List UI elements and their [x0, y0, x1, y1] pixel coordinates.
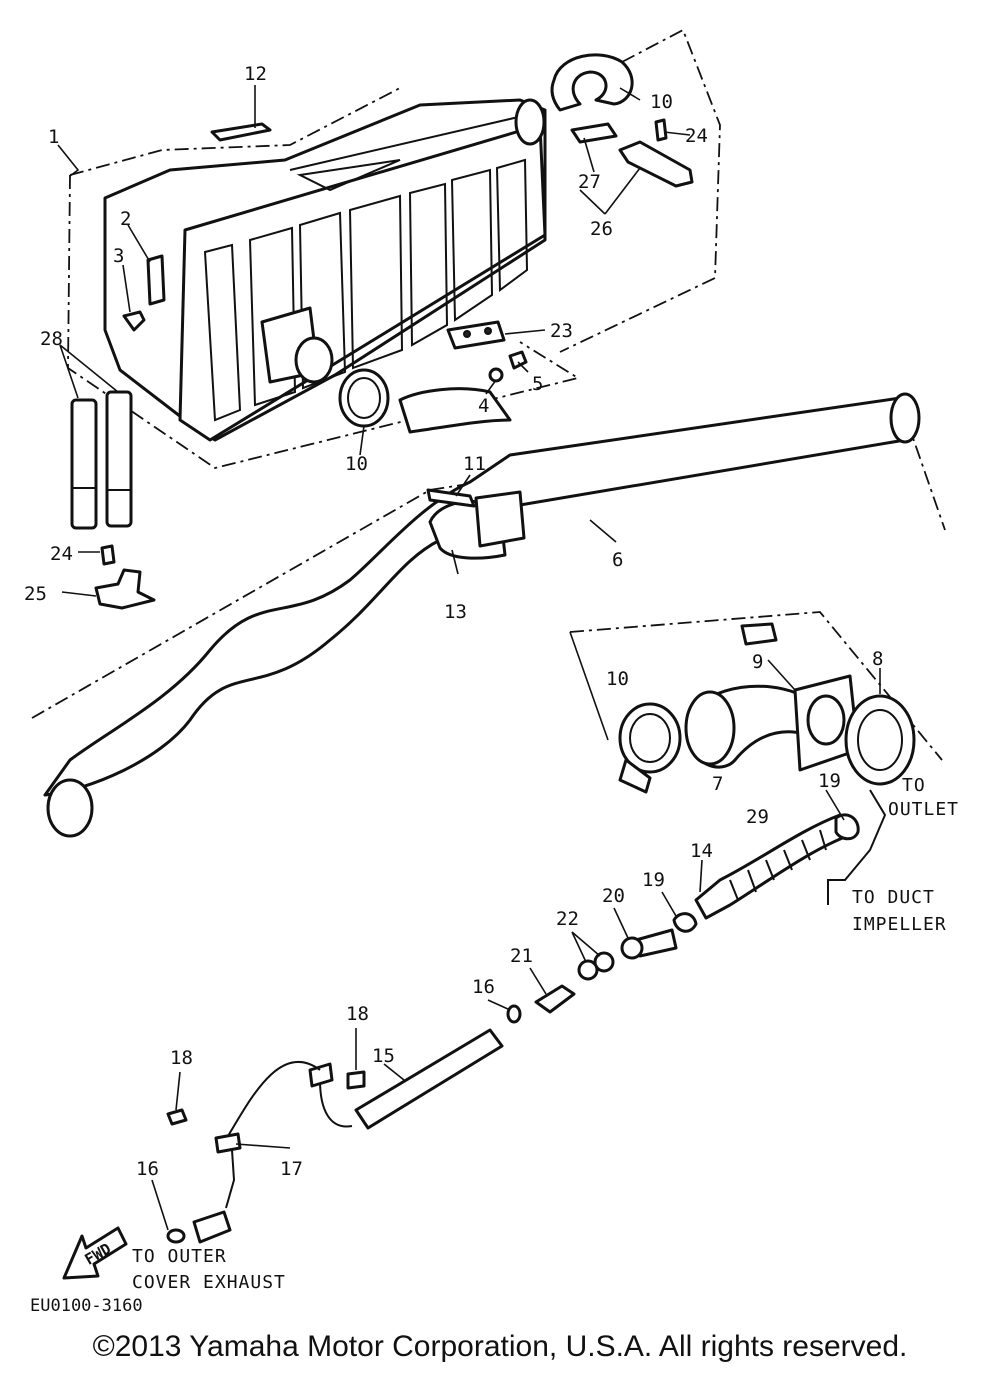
muffler-box-group	[67, 28, 721, 610]
label-part-16-left: 16	[136, 1158, 159, 1180]
note-to-outlet-line1: TO	[902, 775, 926, 796]
label-part-14: 14	[690, 840, 713, 862]
label-part-23: 23	[550, 320, 573, 342]
diagram-code: EU0100-3160	[30, 1296, 143, 1316]
outlet-fittings-group	[569, 611, 943, 794]
label-part-10-outlet: 10	[606, 668, 629, 690]
note-to-duct-line1: TO DUCT	[852, 887, 935, 908]
label-part-16-right: 16	[472, 976, 495, 998]
label-part-20: 20	[602, 885, 625, 907]
label-part-11: 11	[463, 453, 486, 475]
label-part-1: 1	[48, 126, 59, 148]
label-part-26: 26	[590, 218, 613, 240]
label-part-29: 29	[746, 806, 769, 828]
note-to-outer-line2: COVER EXHAUST	[132, 1272, 286, 1293]
label-part-4: 4	[478, 395, 489, 417]
part-labels: 12 1 2 3 28 10 10 24 27 26 23 4 5 11 13 …	[24, 63, 883, 1180]
label-part-15: 15	[372, 1045, 395, 1067]
label-part-22: 22	[556, 908, 579, 930]
label-part-12: 12	[244, 63, 267, 85]
label-part-24-left: 24	[50, 543, 73, 565]
label-part-25: 25	[24, 583, 47, 605]
label-part-19-left: 19	[642, 869, 665, 891]
label-part-9: 9	[752, 651, 763, 673]
note-to-duct-line2: IMPELLER	[852, 914, 947, 935]
note-to-outlet-line2: OUTLET	[888, 799, 959, 820]
forward-arrow-icon: FWD	[62, 1226, 128, 1280]
drain-line-group	[166, 789, 887, 1244]
label-part-10-lower: 10	[345, 453, 368, 475]
label-part-2: 2	[120, 208, 131, 230]
label-part-27: 27	[578, 171, 601, 193]
label-part-17: 17	[280, 1158, 303, 1180]
label-part-18-left: 18	[170, 1047, 193, 1069]
routing-notes: TO OUTLET TO DUCT IMPELLER TO OUTER COVE…	[132, 775, 959, 1293]
exhaust-hose-group	[31, 392, 946, 838]
leader-lines	[57, 85, 881, 1231]
note-to-outer-line1: TO OUTER	[132, 1246, 227, 1267]
copyright-notice: ©2013 Yamaha Motor Corporation, U.S.A. A…	[92, 1330, 908, 1363]
label-part-6: 6	[612, 549, 623, 571]
label-part-5: 5	[532, 373, 543, 395]
label-part-28: 28	[40, 328, 63, 350]
label-part-24-top: 24	[685, 125, 708, 147]
label-part-7: 7	[712, 773, 723, 795]
label-part-3: 3	[113, 245, 124, 267]
label-part-21: 21	[510, 945, 533, 967]
label-part-19-right: 19	[818, 770, 841, 792]
label-part-13: 13	[444, 601, 467, 623]
label-part-8: 8	[872, 648, 883, 670]
label-part-10-top: 10	[650, 91, 673, 113]
label-part-18-right: 18	[346, 1003, 369, 1025]
